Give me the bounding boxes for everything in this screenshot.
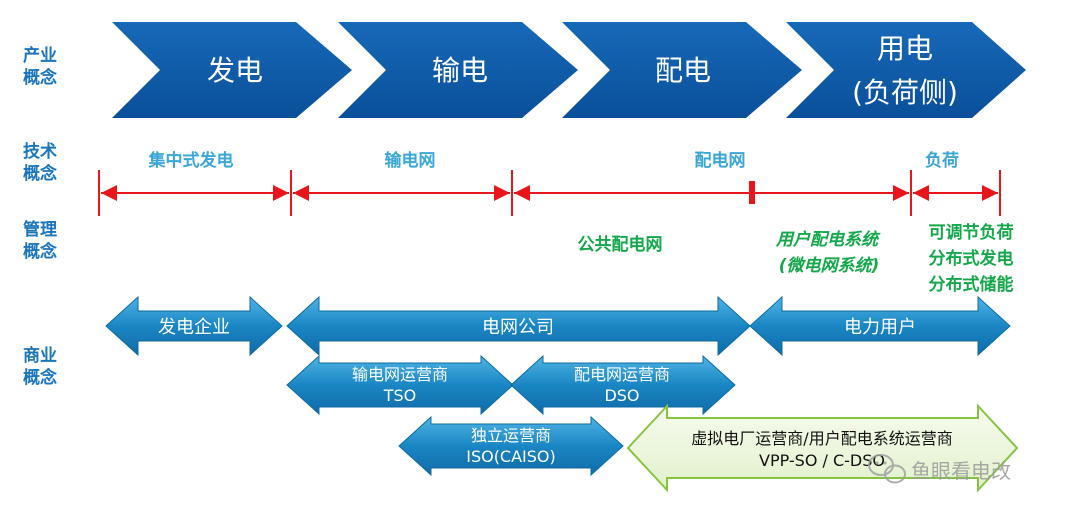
tech-load: 负荷 [925, 150, 959, 171]
chevron-consumption-label-line1: 用电 [877, 32, 933, 65]
mgmt-public-distribution: 公共配电网 [578, 234, 663, 255]
chevron-transmission [338, 22, 578, 118]
arrow-tso-label-line2: TSO [383, 386, 417, 405]
chevron-generation [112, 22, 352, 118]
tech-centralized-generation: 集中式发电 [148, 150, 234, 171]
mgmt-user-distribution-line2: (微电网系统) [779, 256, 880, 276]
industry-chain: 发电 输电 配电 用电 (负荷侧) [112, 22, 1026, 118]
business-row: 发电企业 电网公司 电力用户 输电网运营商 TSO 配电网运营商 DSO 独立运… [105, 295, 1019, 493]
technology-row: 集中式发电 输电网 配电网 负荷 [98, 150, 1001, 216]
arrow-vpp [626, 403, 1019, 493]
row-label-business-line1: 商业 [23, 345, 57, 366]
chevron-consumption-label-line2: (负荷侧) [852, 76, 958, 109]
arrow-vpp-label-line2: VPP-SO / C-DSO [759, 451, 885, 470]
tech-distribution-grid: 配电网 [695, 150, 746, 171]
row-label-management-line2: 概念 [23, 241, 57, 262]
tech-transmission-grid: 输电网 [385, 150, 436, 171]
chevron-distribution [562, 22, 802, 118]
red-divider-marker [749, 181, 755, 204]
row-label-industry-line2: 概念 [23, 67, 57, 88]
arrow-tso-label-line1: 输电网运营商 [352, 365, 448, 384]
chevron-generation-label: 发电 [207, 54, 263, 87]
row-label-technology-line1: 技术 [23, 141, 57, 162]
arrow-iso-label-line1: 独立运营商 [471, 426, 551, 445]
arrow-iso [398, 415, 624, 477]
arrow-grid-company-label: 电网公司 [482, 317, 554, 338]
mgmt-user-distribution-line1: 用户配电系统 [775, 230, 881, 250]
arrow-iso-label-line2: ISO(CAISO) [466, 447, 556, 466]
chevron-consumption [786, 22, 1026, 118]
arrow-dso-label-line1: 配电网运营商 [574, 365, 670, 384]
row-label-business: 商业 概念 [23, 345, 57, 388]
arrow-gen-company [105, 295, 283, 357]
arrow-power-user-label: 电力用户 [844, 317, 916, 338]
row-label-management: 管理 概念 [23, 219, 57, 262]
arrow-vpp-label-line1: 虚拟电厂运营商/用户配电系统运营商 [691, 429, 952, 448]
row-label-technology: 技术 概念 [23, 141, 57, 184]
mgmt-distributed-generation: 分布式发电 [929, 248, 1014, 269]
mgmt-distributed-storage: 分布式储能 [929, 274, 1014, 295]
red-dimension-lines [98, 170, 1001, 216]
row-label-industry-line1: 产业 [23, 45, 57, 66]
row-label-management-line1: 管理 [23, 219, 57, 240]
watermark: 鱼眼看电改 [868, 454, 1011, 484]
chevron-transmission-label: 输电 [432, 54, 488, 87]
mgmt-adjustable-load: 可调节负荷 [929, 222, 1014, 243]
row-label-technology-line2: 概念 [23, 163, 57, 184]
arrow-dso-label-line2: DSO [604, 386, 639, 405]
arrow-dso [510, 354, 736, 416]
arrow-power-user [749, 295, 1011, 357]
row-label-business-line2: 概念 [23, 367, 57, 388]
chevron-distribution-label: 配电 [655, 54, 711, 87]
row-label-industry: 产业 概念 [23, 45, 57, 88]
wechat-icon [868, 454, 906, 484]
management-row: 公共配电网 用户配电系统 (微电网系统) 可调节负荷 分布式发电 分布式储能 [578, 222, 1014, 295]
watermark-text: 鱼眼看电改 [911, 459, 1011, 483]
arrow-gen-company-label: 发电企业 [158, 317, 230, 338]
